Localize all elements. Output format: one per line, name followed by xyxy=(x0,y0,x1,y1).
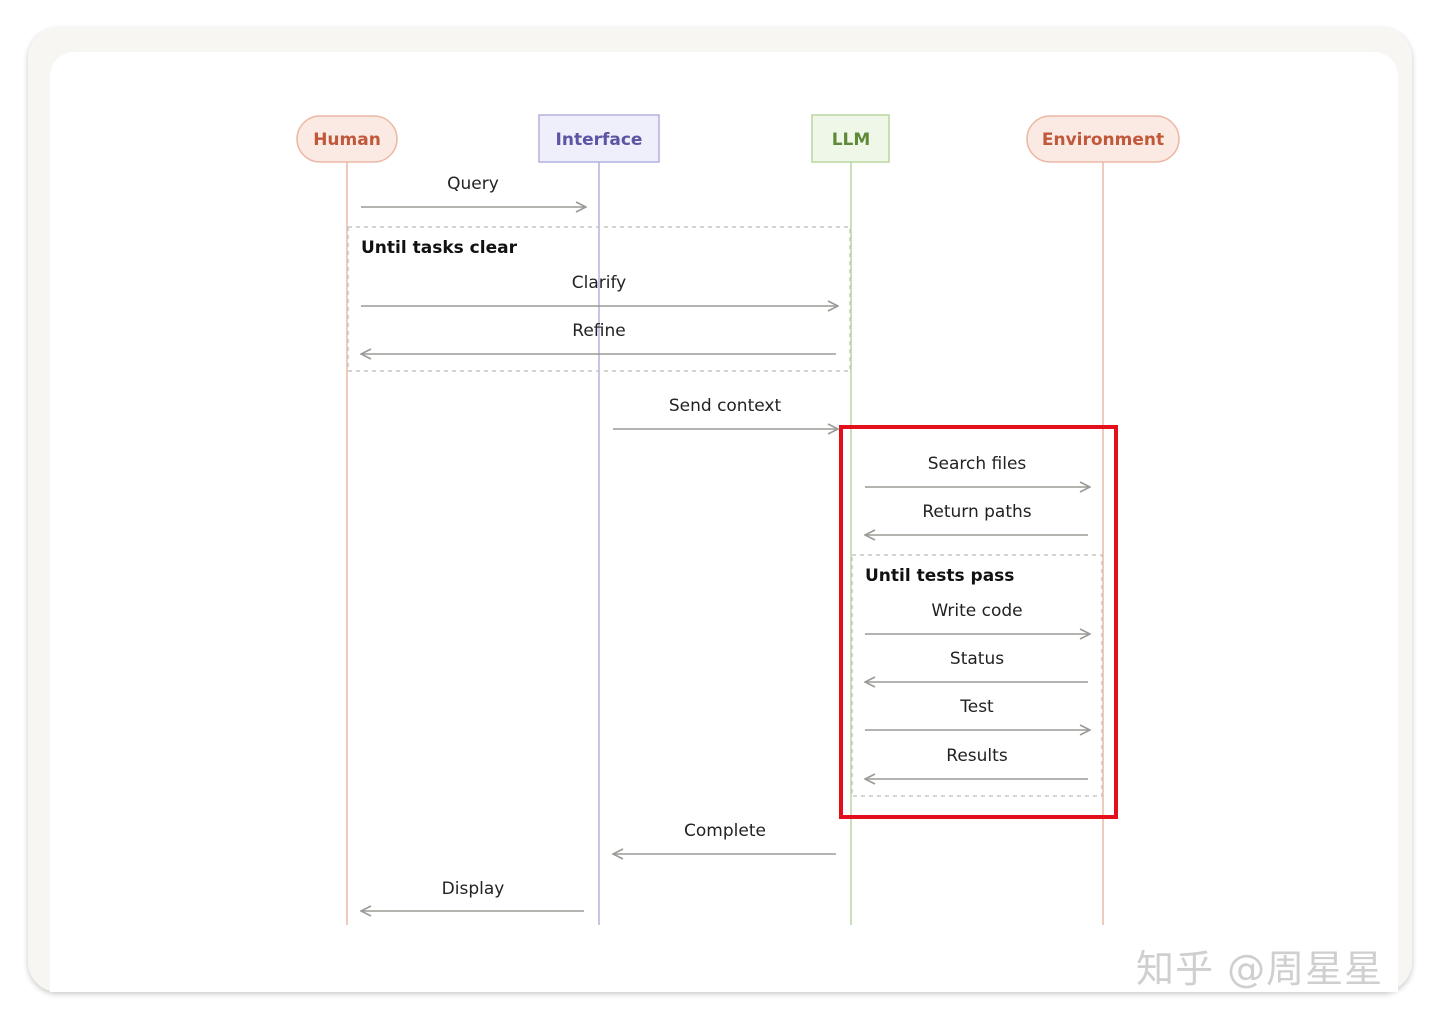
loop-tasks-frame xyxy=(347,226,851,372)
message-label-test: Test xyxy=(959,697,994,717)
message-label-results: Results xyxy=(946,746,1008,766)
actor-interface-label: Interface xyxy=(556,130,643,150)
actor-llm: LLM xyxy=(811,114,890,163)
message-label-return-paths: Return paths xyxy=(922,502,1031,522)
highlight-box xyxy=(839,425,1118,819)
message-label-write-code: Write code xyxy=(931,601,1022,621)
actor-environment-label: Environment xyxy=(1042,130,1164,150)
loop-tasks-label: Until tasks clear xyxy=(361,238,518,258)
actor-interface: Interface xyxy=(538,114,660,163)
actor-llm-label: LLM xyxy=(832,130,871,150)
actor-human: Human xyxy=(296,115,398,163)
message-label-clarify: Clarify xyxy=(572,273,626,293)
actor-human-label: Human xyxy=(313,130,381,150)
loop-tests-frame xyxy=(851,554,1103,797)
message-label-query: Query xyxy=(447,174,499,194)
message-label-status: Status xyxy=(950,649,1004,669)
message-label-send-context: Send context xyxy=(669,396,782,416)
message-label-complete: Complete xyxy=(684,821,766,841)
watermark: 知乎 @周星星 xyxy=(1136,947,1384,991)
actor-environment: Environment xyxy=(1026,115,1180,163)
diagram-canvas xyxy=(50,52,1398,992)
message-label-display: Display xyxy=(442,879,505,899)
message-label-refine: Refine xyxy=(572,321,625,341)
loop-tests-label: Until tests pass xyxy=(865,566,1014,586)
message-label-search-files: Search files xyxy=(928,454,1027,474)
